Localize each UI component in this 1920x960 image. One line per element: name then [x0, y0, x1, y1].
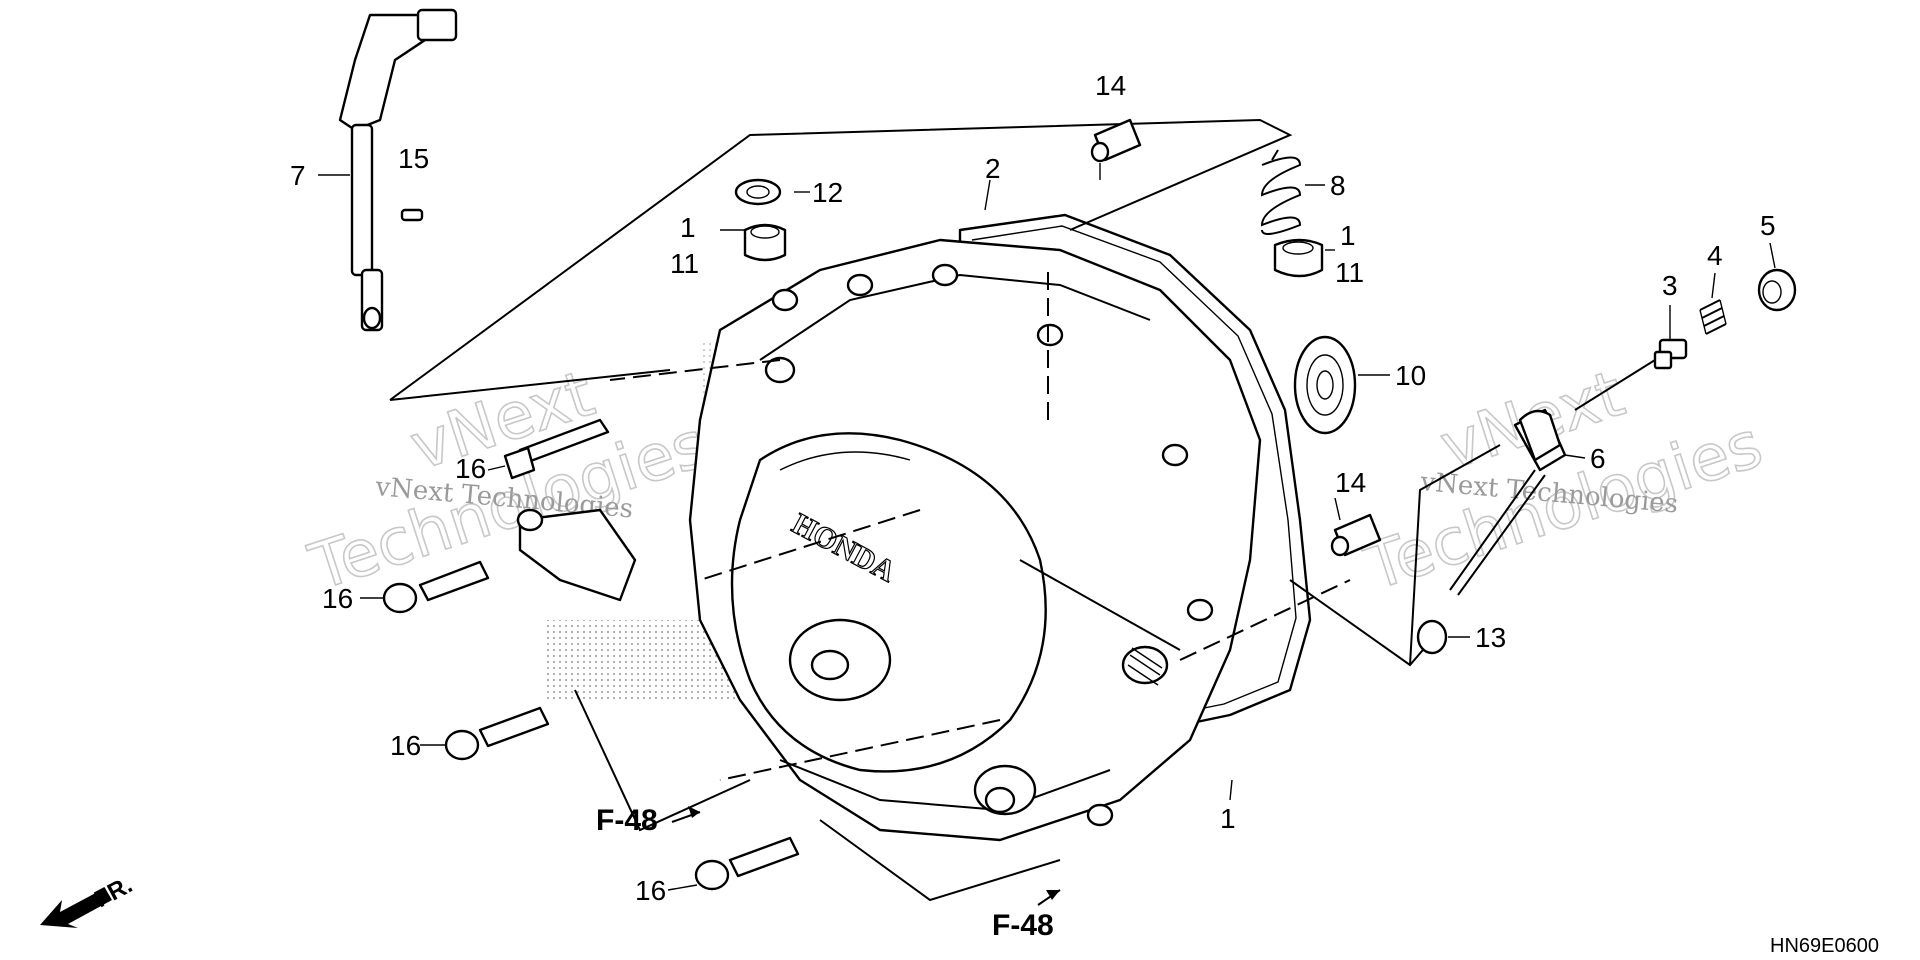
callout-10: 10 [1395, 360, 1426, 391]
callout-14-top: 14 [1095, 70, 1126, 101]
plug-3 [1653, 338, 1688, 370]
cap-5 [1757, 268, 1797, 312]
callout-8: 8 [1330, 170, 1346, 201]
bolt-16-b [382, 560, 490, 614]
svg-text:F-48: F-48 [992, 909, 1054, 942]
reference-bottom[interactable]: F-48 [992, 889, 1061, 942]
callout-11-top-left: 11 [670, 248, 699, 279]
bolt-16-c [444, 706, 550, 761]
callout-6: 6 [1590, 443, 1606, 474]
bolt-16-a [503, 418, 610, 480]
spring-part [1260, 149, 1302, 251]
callout-16-b: 16 [322, 583, 353, 614]
callout-4: 4 [1707, 240, 1723, 271]
callout-5: 5 [1760, 210, 1776, 241]
seal-12 [734, 178, 782, 206]
callout-1-bottom: 1 [1220, 803, 1236, 834]
callout-1-top-left: 1 [680, 212, 696, 243]
callout-3: 3 [1662, 270, 1678, 301]
callout-11-top-right: 11 [1335, 257, 1364, 288]
oring-13 [1416, 619, 1448, 655]
callout-13: 13 [1475, 622, 1506, 653]
crankcase-cover [516, 238, 1262, 842]
dipstick-6 [1449, 408, 1567, 596]
diagram-code: HN69E0600 [1770, 935, 1879, 957]
callout-16-a: 16 [455, 453, 486, 484]
front-direction-arrow: FR. [40, 871, 137, 928]
callout-12: 12 [812, 177, 843, 208]
pin-part [400, 208, 424, 222]
bearing-11-left [743, 223, 787, 262]
callout-1-top-right: 1 [1340, 220, 1356, 251]
leader-brackets [389, 118, 1656, 902]
bolt-16-d [694, 836, 800, 891]
callout-14-mid: 14 [1335, 467, 1366, 498]
callout-7: 7 [290, 160, 306, 191]
svg-text:F-48: F-48 [596, 804, 658, 837]
callout-2: 2 [985, 153, 1001, 184]
callout-leaders [318, 163, 1776, 891]
assembly-lines [609, 270, 1351, 781]
shift-arm-part [338, 8, 458, 332]
reference-left[interactable]: F-48 [596, 804, 701, 837]
callout-15: 15 [398, 143, 429, 174]
ball-bearing-10 [1293, 335, 1357, 435]
spring-4 [1699, 299, 1727, 335]
bearing-11-right [1273, 238, 1324, 278]
callout-16-c: 16 [390, 730, 421, 761]
callout-16-d: 16 [635, 875, 666, 906]
